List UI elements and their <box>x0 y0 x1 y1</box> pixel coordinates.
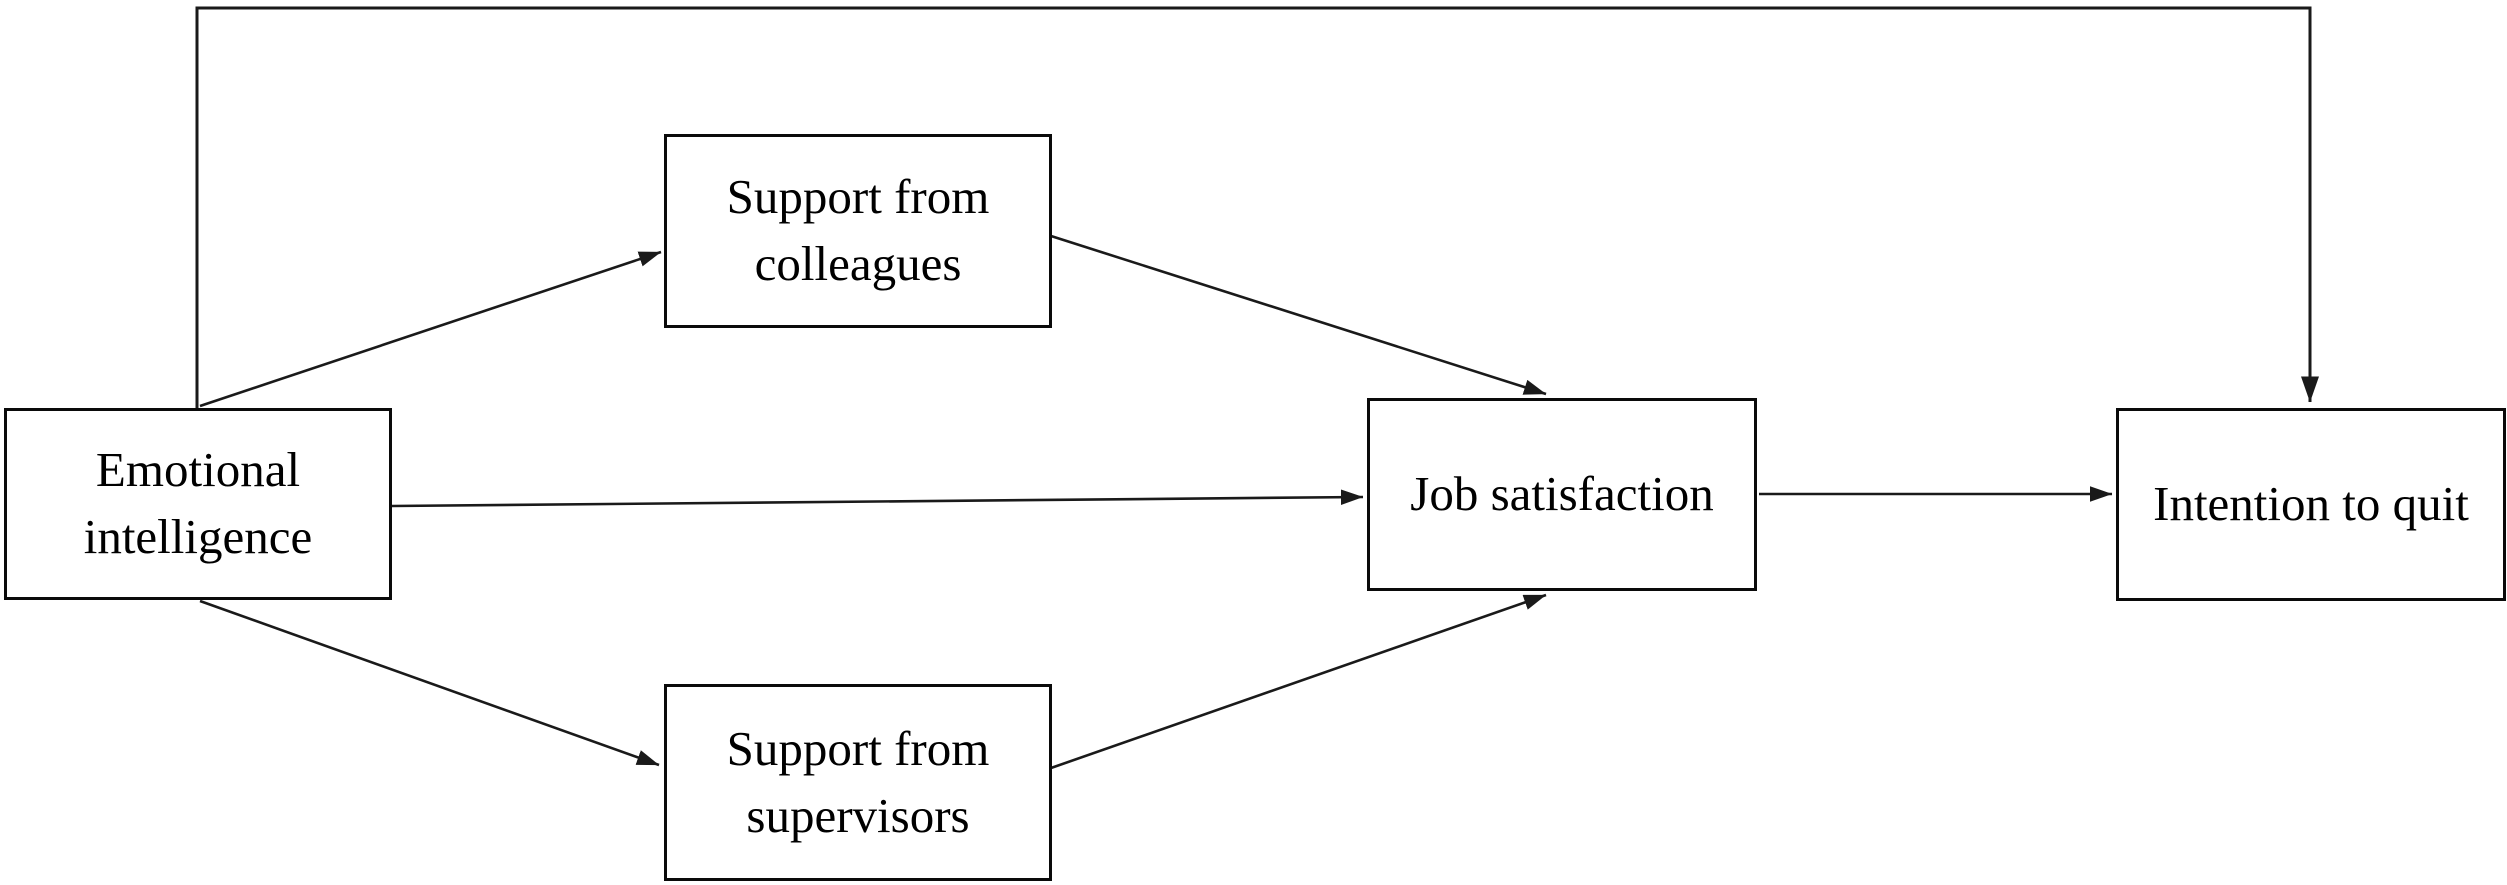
node-support-from-colleagues: Support from colleagues <box>664 134 1052 328</box>
arrow-emotional-intelligence-to-job-satisfaction <box>391 489 1364 508</box>
node-job-satisfaction: Job satisfaction <box>1367 398 1757 591</box>
node-support-from-supervisors: Support from supervisors <box>664 684 1052 881</box>
arrow-emotional-intelligence-to-support-from-supervisors <box>199 599 660 767</box>
arrow-emotional-intelligence-to-support-from-colleagues <box>199 250 662 408</box>
node-intention-to-quit: Intention to quit <box>2116 408 2506 601</box>
arrow-emotional-intelligence-to-intention-to-quit <box>195 6 2319 408</box>
arrow-support-from-supervisors-to-job-satisfaction <box>1050 593 1547 770</box>
arrow-support-from-colleagues-to-job-satisfaction <box>1050 234 1547 396</box>
node-emotional-intelligence: Emotional intelligence <box>4 408 392 600</box>
